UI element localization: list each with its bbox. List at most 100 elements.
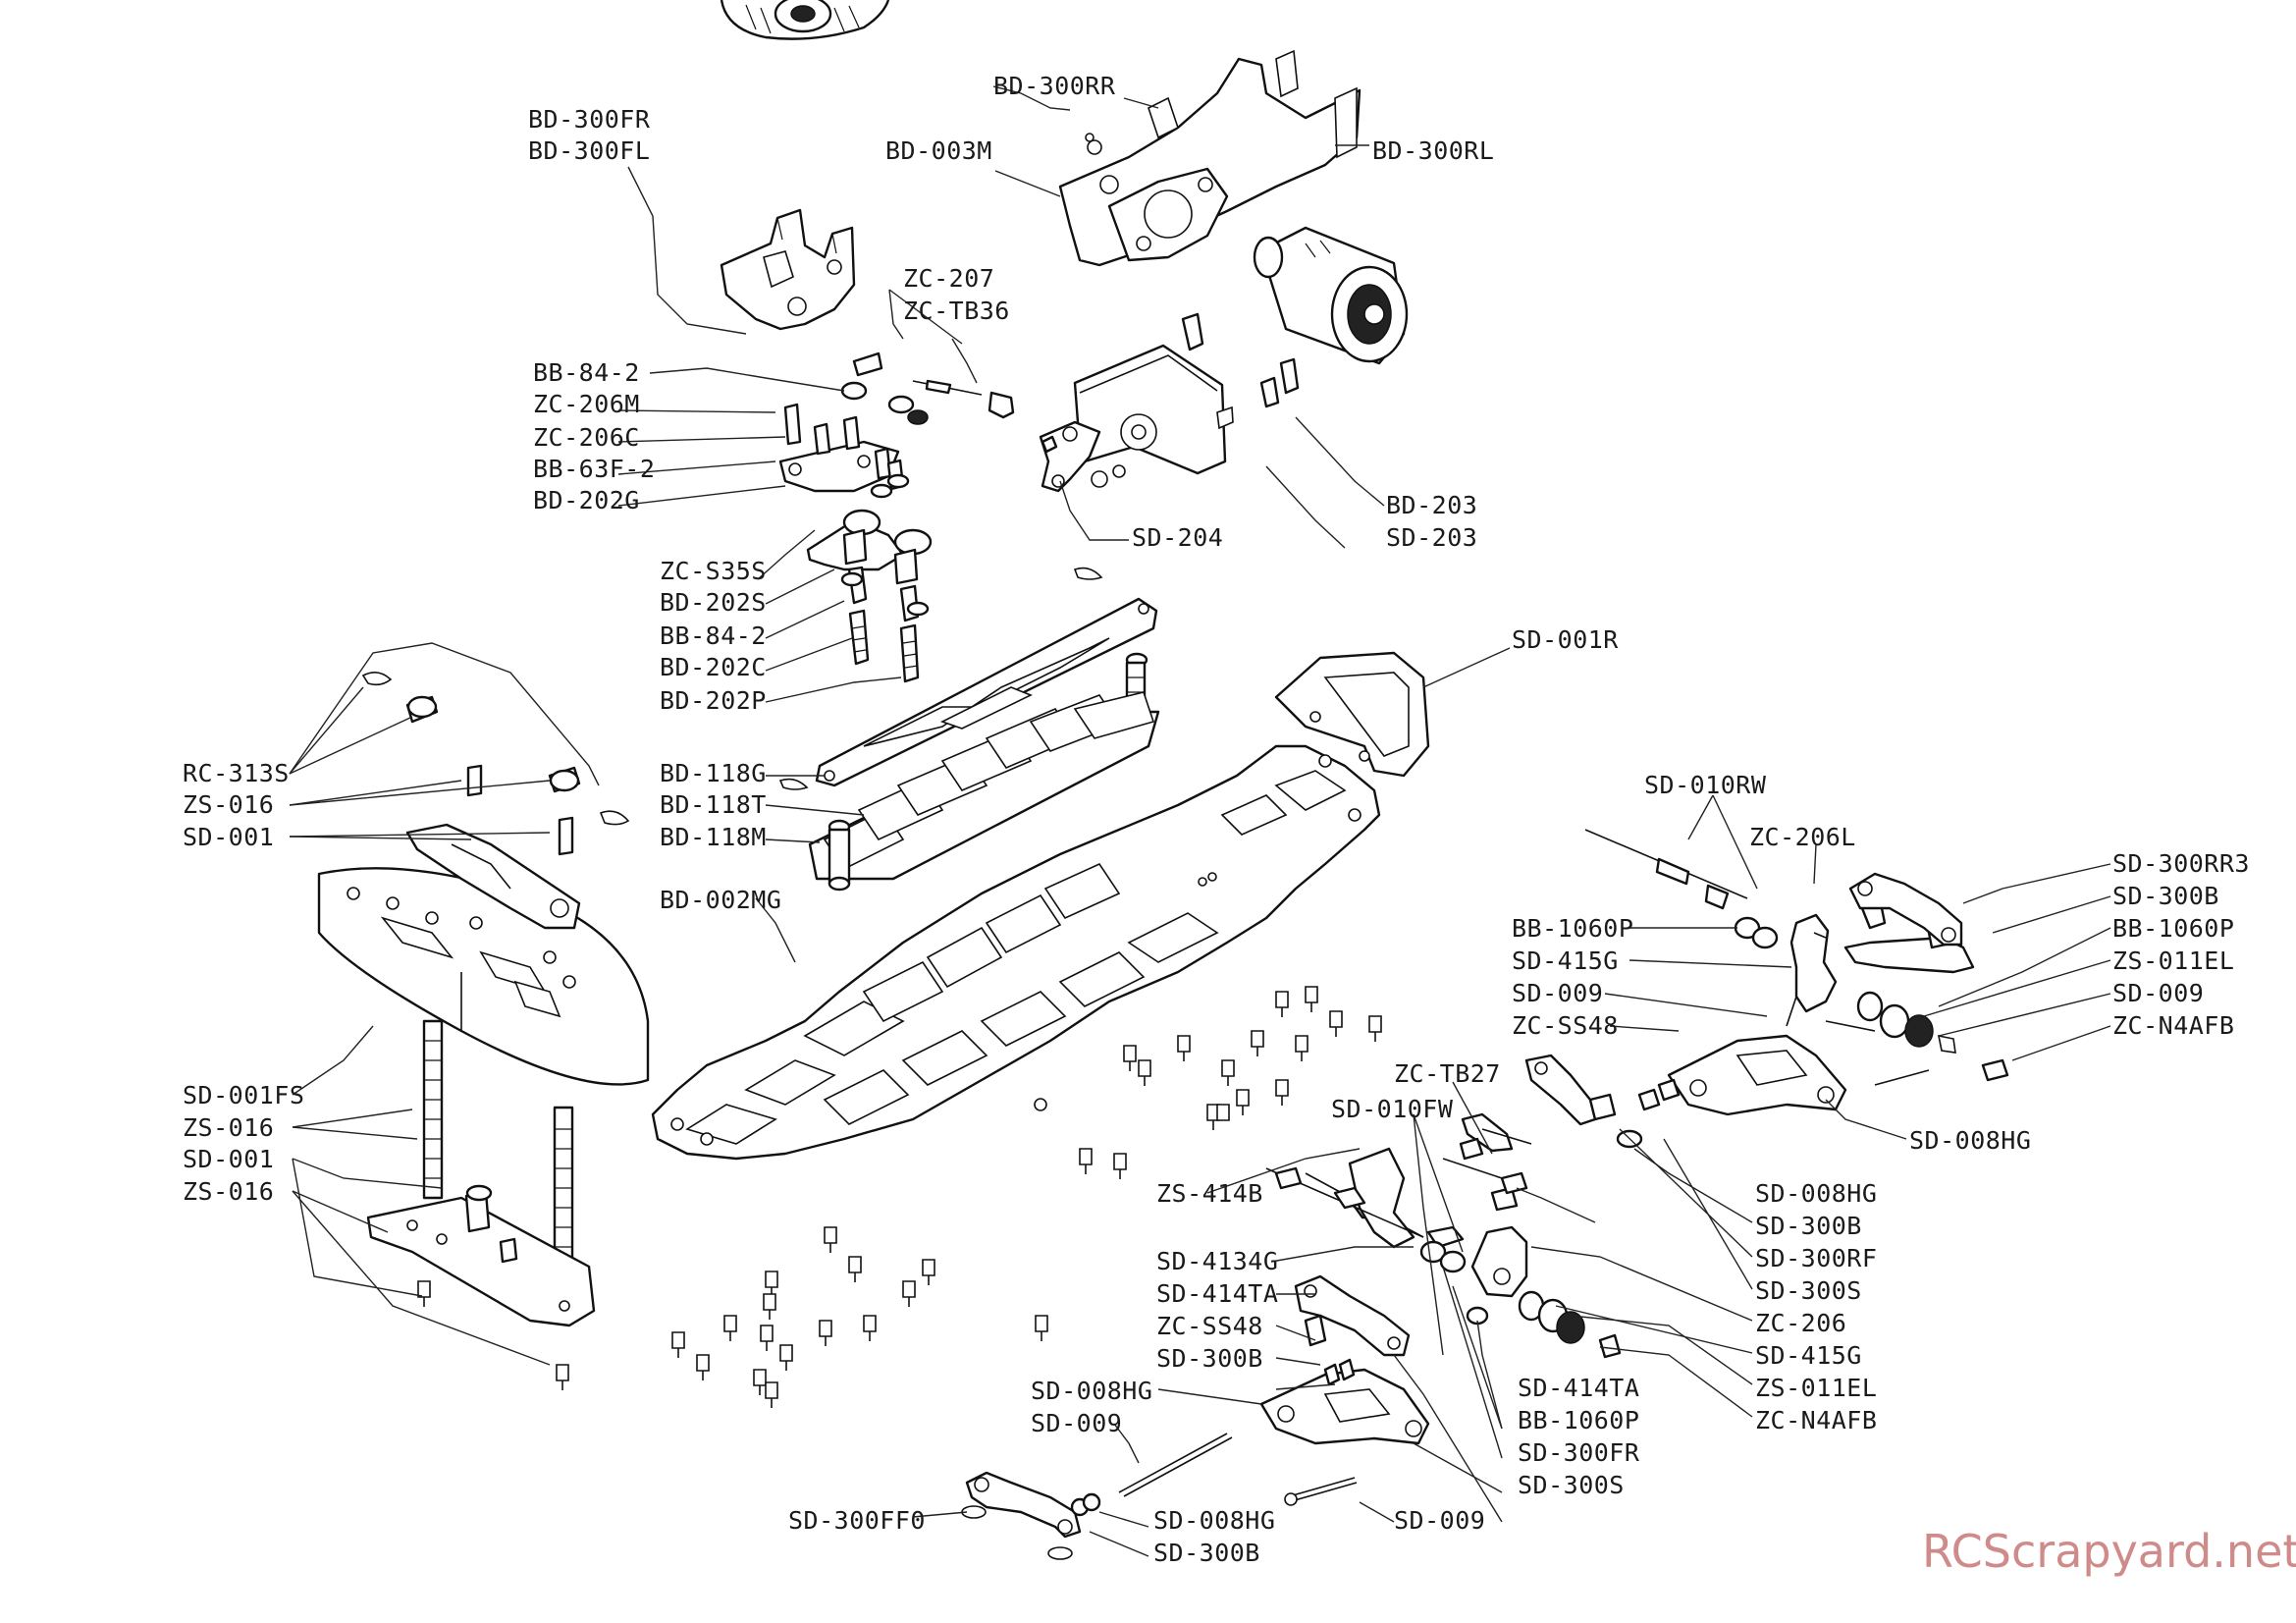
label-bd-300rr: BD-300RR xyxy=(993,72,1116,100)
label-bd-300rl: BD-300RL xyxy=(1372,136,1494,165)
label-zc-s35s: ZC-S35S xyxy=(660,557,767,585)
label-sd-001fs: SD-001FS xyxy=(183,1081,304,1109)
label-sd-415g-c: SD-415G xyxy=(1755,1341,1862,1370)
label-bd-003m: BD-003M xyxy=(885,136,992,165)
label-zs-414b: ZS-414B xyxy=(1156,1179,1263,1208)
servo-horn-part xyxy=(1039,420,1126,493)
rear-link-part xyxy=(1848,872,1963,947)
label-sd-300s-b: SD-300S xyxy=(1518,1471,1625,1499)
label-zc-ss48-r: ZC-SS48 xyxy=(1512,1011,1619,1040)
body-pins-part xyxy=(361,567,1103,856)
rear-mount-part xyxy=(1274,651,1430,778)
label-sd-008hg-c: SD-008HG xyxy=(1755,1179,1877,1208)
label-sd-300rf: SD-300RF xyxy=(1755,1244,1877,1272)
label-bd-118t: BD-118T xyxy=(660,790,767,819)
rear-arm-part xyxy=(1667,1034,1847,1116)
label-bb-84-2-mid: BB-84-2 xyxy=(660,622,767,650)
label-sd-008hg-r: SD-008HG xyxy=(1909,1126,2031,1155)
label-bd-202s: BD-202S xyxy=(660,588,767,617)
front-bulkhead-part xyxy=(720,208,856,331)
label-zc-tb36: ZC-TB36 xyxy=(903,297,1010,325)
label-bd-118g: BD-118G xyxy=(660,759,767,787)
label-sd-300b-l: SD-300B xyxy=(1156,1344,1263,1373)
front-hinge-block-part xyxy=(961,1471,1101,1560)
label-sd-300rr3: SD-300RR3 xyxy=(2112,849,2250,878)
turnbuckle-top-part xyxy=(840,352,1015,425)
label-bd-202c: BD-202C xyxy=(660,653,767,681)
label-zc-n4afb-c: ZC-N4AFB xyxy=(1755,1406,1877,1434)
label-bb-1060p-c: BB-1060P xyxy=(1518,1406,1639,1434)
label-sd-4134g: SD-4134G xyxy=(1156,1247,1278,1275)
label-zs-016-top: ZS-016 xyxy=(183,790,274,819)
label-sd-204: SD-204 xyxy=(1132,523,1223,552)
hinge-pins-part xyxy=(1118,1433,1358,1506)
steering-crank-part xyxy=(778,403,933,683)
label-bb-1060p-r: BB-1060P xyxy=(2112,914,2234,943)
label-sd-300fr: SD-300FR xyxy=(1518,1438,1640,1467)
label-bb-1060p-l: BB-1060P xyxy=(1512,914,1633,943)
label-zc-ss48-l: ZC-SS48 xyxy=(1156,1312,1263,1340)
label-sd-008hg-l: SD-008HG xyxy=(1031,1377,1152,1405)
part-labels: BD-300RR BD-300FR BD-300FL BD-003M BD-30… xyxy=(183,72,2250,1567)
battery-post-part xyxy=(828,819,851,892)
label-sd-001-b: SD-001 xyxy=(183,1145,274,1173)
label-bd-118m: BD-118M xyxy=(660,823,767,851)
bumper-brace-part xyxy=(405,823,581,930)
label-zc-206m: ZC-206M xyxy=(533,390,640,418)
label-sd-009-l: SD-009 xyxy=(1512,979,1603,1007)
label-zs-016-b: ZS-016 xyxy=(183,1177,274,1206)
label-zc-n4afb-r: ZC-N4AFB xyxy=(2112,1011,2234,1040)
label-sd-203: SD-203 xyxy=(1386,523,1477,552)
chassis-plate-part xyxy=(651,744,1381,1161)
label-bb-84-2-top: BB-84-2 xyxy=(533,358,640,387)
label-bd-202g: BD-202G xyxy=(533,486,640,514)
label-sd-009-l2: SD-009 xyxy=(1031,1409,1122,1437)
center-links-part xyxy=(1461,1054,1681,1153)
front-upper-link-part xyxy=(1294,1274,1411,1357)
label-zc-tb27: ZC-TB27 xyxy=(1394,1059,1501,1088)
bumper-lower-plate-part xyxy=(366,1184,596,1327)
label-sd-300ff0: SD-300FF0 xyxy=(788,1506,926,1535)
label-sd-415g-l: SD-415G xyxy=(1512,947,1619,975)
top-deck-part xyxy=(815,597,1158,787)
label-sd-010rw: SD-010RW xyxy=(1644,771,1767,799)
watermark: RCScrapyard.net xyxy=(1922,1525,2296,1578)
label-sd-300b-b: SD-300B xyxy=(1153,1539,1260,1567)
label-rc-313s: RC-313S xyxy=(183,759,290,787)
label-sd-300b-r: SD-300B xyxy=(2112,882,2219,910)
label-sd-414ta-c: SD-414TA xyxy=(1518,1374,1639,1402)
leader-lines xyxy=(289,85,2111,1557)
front-driveshaft-part xyxy=(1265,1166,1424,1238)
label-sd-009-b: SD-009 xyxy=(1394,1506,1485,1535)
front-suspension-part xyxy=(1305,1137,1622,1359)
label-sd-009-r: SD-009 xyxy=(2112,979,2204,1007)
label-zs-016-a: ZS-016 xyxy=(183,1113,274,1142)
front-arm-part xyxy=(1259,1358,1430,1445)
label-bd-002mg: BD-002MG xyxy=(660,886,781,914)
label-sd-001-top: SD-001 xyxy=(183,823,274,851)
label-sd-300b-c: SD-300B xyxy=(1755,1212,1862,1240)
label-zs-011el-c: ZS-011EL xyxy=(1755,1374,1877,1402)
label-zc-206c: ZC-206C xyxy=(533,423,640,452)
label-bd-203: BD-203 xyxy=(1386,491,1477,519)
label-sd-010fw: SD-010FW xyxy=(1331,1095,1454,1123)
label-bd-300fl: BD-300FL xyxy=(528,136,650,165)
label-zc-206l: ZC-206L xyxy=(1749,823,1856,851)
rear-right-suspension-part xyxy=(1584,829,2009,1086)
label-sd-001r: SD-001R xyxy=(1512,625,1619,654)
label-zc-206: ZC-206 xyxy=(1755,1309,1846,1337)
label-bb-63f-2: BB-63F-2 xyxy=(533,455,655,483)
rear-bulkhead-part xyxy=(1058,49,1362,267)
label-sd-300s-c: SD-300S xyxy=(1755,1276,1862,1305)
label-zc-207: ZC-207 xyxy=(903,264,994,293)
servo-part xyxy=(1073,312,1300,475)
label-sd-414ta-l: SD-414TA xyxy=(1156,1279,1278,1308)
screws-part xyxy=(417,986,1382,1408)
front-bumper-part xyxy=(317,867,650,1086)
battery-holders-part xyxy=(808,691,1160,881)
motor-part xyxy=(1253,226,1409,365)
top-pulley-part xyxy=(720,0,890,40)
label-sd-008hg-b: SD-008HG xyxy=(1153,1506,1275,1535)
label-bd-202p: BD-202P xyxy=(660,686,767,715)
